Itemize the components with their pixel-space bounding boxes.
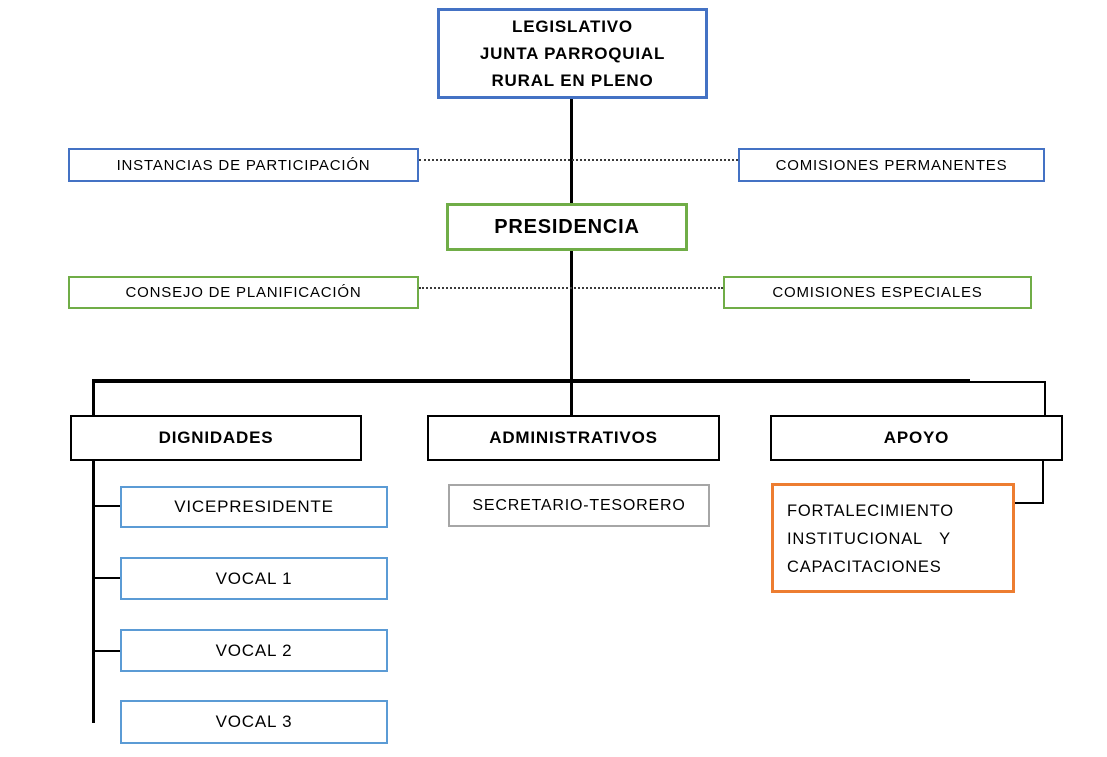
node-instancias-de-participacion: INSTANCIAS DE PARTICIPACIÓN xyxy=(68,148,419,182)
node-apoyo: APOYO xyxy=(770,415,1063,461)
node-vocal-2: VOCAL 2 xyxy=(120,629,388,672)
connector-apoyo-to-fortalecimiento-v xyxy=(1042,461,1044,504)
node-dignidades: DIGNIDADES xyxy=(70,415,362,461)
connector-apoyo-to-fortalecimiento-h xyxy=(1014,502,1044,504)
connector-stub-vocal2 xyxy=(93,650,120,652)
connector-left-spine xyxy=(92,379,95,723)
node-vicepresidente: VICEPRESIDENTE xyxy=(120,486,388,528)
node-vocal-3: VOCAL 3 xyxy=(120,700,388,744)
node-consejo-de-planificacion: CONSEJO DE PLANIFICACIÓN xyxy=(68,276,419,309)
connector-horizontal-bar xyxy=(92,379,970,383)
node-comisiones-especiales: COMISIONES ESPECIALES xyxy=(723,276,1032,309)
connector-drop-to-apoyo xyxy=(1044,381,1046,415)
connector-dotted-consejo-especiales xyxy=(419,287,723,289)
connector-bar-extension-right xyxy=(968,381,1046,383)
connector-dotted-participacion-permanentes xyxy=(419,159,738,161)
node-comisiones-permanentes: COMISIONES PERMANENTES xyxy=(738,148,1045,182)
connector-stub-vicepresidente xyxy=(93,505,120,507)
node-secretario-tesorero: SECRETARIO-TESORERO xyxy=(448,484,710,527)
node-presidencia: PRESIDENCIA xyxy=(446,203,688,251)
node-administrativos: ADMINISTRATIVOS xyxy=(427,415,720,461)
node-vocal-1: VOCAL 1 xyxy=(120,557,388,600)
connector-root-to-presidencia xyxy=(570,98,573,415)
node-fortalecimiento-institucional: FORTALECIMIENTO INSTITUCIONAL Y CAPACITA… xyxy=(771,483,1015,593)
connector-stub-vocal1 xyxy=(93,577,120,579)
node-legislativo-junta-parroquial: LEGISLATIVO JUNTA PARROQUIAL RURAL EN PL… xyxy=(437,8,708,99)
